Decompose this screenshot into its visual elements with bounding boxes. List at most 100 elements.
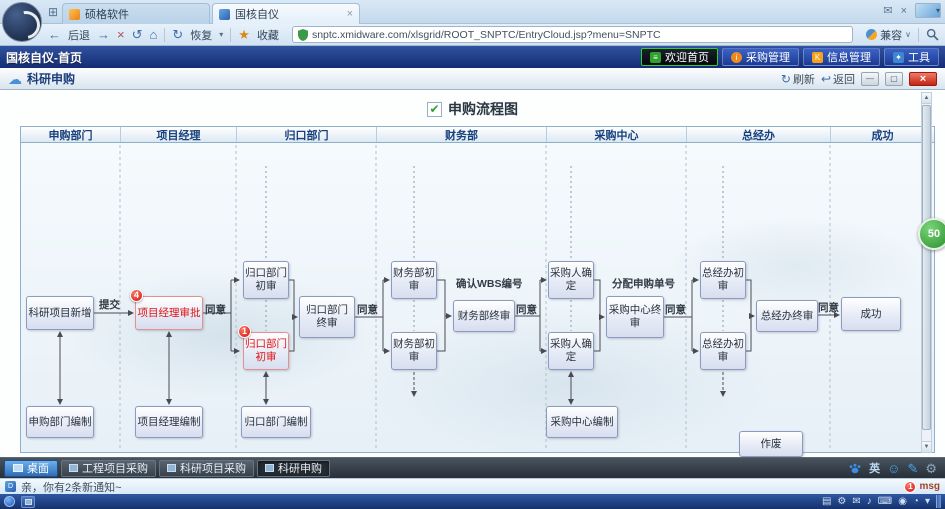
menu-info-management[interactable]: K 信息管理 (803, 48, 880, 66)
node-gk-first-review-top[interactable]: 归口部门初审 (243, 261, 289, 299)
restore-caret-icon[interactable]: ▾ (219, 30, 224, 39)
node-purchase-center-draft[interactable]: 采购中心编制 (546, 406, 618, 438)
node-discard[interactable]: 作废 (739, 431, 803, 457)
address-bar[interactable] (291, 26, 854, 43)
node-label: 财务部终审 (457, 309, 511, 322)
node-label: 归口部门初审 (245, 338, 287, 363)
node-finance-final-review[interactable]: 财务部终审 (453, 300, 515, 332)
back-icon[interactable]: ← (48, 27, 61, 42)
cloud-icon: ☁ (8, 70, 22, 87)
return-icon: ↩ (820, 71, 831, 86)
task-tab-research-shengou[interactable]: 科研申购 (257, 459, 330, 477)
node-finance-first-review-top[interactable]: 财务部初审 (391, 261, 437, 299)
node-success[interactable]: 成功 (841, 297, 901, 331)
node-buyer-confirm-top[interactable]: 采购人确定 (548, 261, 594, 299)
tray-mail-icon[interactable]: ✉ (852, 495, 861, 507)
task-tab-research-purchase[interactable]: 科研项目采购 (159, 459, 254, 477)
browser-tab-shuoge[interactable]: 硕格软件 (62, 3, 210, 24)
app-taskbar: 桌面 工程项目采购 科研项目采购 科研申购 英 ☺ ✎ ⚙ (0, 457, 945, 478)
node-gm-first-review-bottom[interactable]: 总经办初审 (700, 332, 746, 370)
restore-session-icon[interactable]: ↻ (172, 27, 184, 42)
back-label[interactable]: 后退 (68, 29, 90, 42)
task-tab-engineering-purchase[interactable]: 工程项目采购 (61, 459, 156, 477)
language-indicator[interactable]: 英 (869, 463, 881, 475)
refresh-icon: ↻ (780, 71, 791, 86)
task-tab-label: 工程项目采购 (82, 463, 148, 475)
gear-icon[interactable]: ⚙ (925, 460, 937, 476)
refresh-button[interactable]: ↻ 刷新 (781, 71, 815, 87)
browser-logo[interactable] (2, 2, 42, 42)
node-research-project-new[interactable]: 科研项目新增 (26, 296, 94, 330)
smiley-icon[interactable]: ☺ (887, 460, 901, 476)
edge-label-confirm-wbs: 确认WBS编号 (456, 278, 523, 290)
tab-close-icon[interactable]: × (346, 8, 353, 20)
forward-icon[interactable]: → (97, 27, 110, 42)
scroll-up-icon[interactable]: ▲ (922, 93, 931, 104)
chevron-down-icon: ▾ (935, 6, 940, 15)
taskbar-window-button[interactable] (21, 495, 35, 508)
close-icon[interactable]: × (900, 4, 907, 17)
menu-tools[interactable]: ✦ 工具 (884, 48, 939, 66)
message-indicator[interactable]: 1 msg (904, 480, 940, 493)
pencil-icon[interactable]: ✎ (907, 460, 919, 476)
layers-icon: ≡ (650, 51, 661, 63)
tray-gear-icon[interactable]: ⚙ (837, 495, 847, 507)
site-shield-icon (297, 28, 308, 41)
compat-button[interactable]: 兼容 ∨ (866, 27, 911, 43)
node-label: 财务部初审 (393, 338, 435, 363)
node-purchase-center-final[interactable]: 采购中心终审 (606, 296, 664, 338)
show-desktop-strip[interactable] (936, 495, 941, 508)
restore-session-label[interactable]: 恢复 (190, 29, 213, 42)
return-button[interactable]: ↩ 返回 (821, 71, 855, 87)
reload-icon[interactable]: ↺ (131, 27, 143, 42)
vertical-scrollbar[interactable]: ▲ ▼ (921, 92, 932, 453)
tray-network-icon[interactable]: ◉ (898, 495, 907, 507)
favorites-star-icon[interactable]: ★ (238, 27, 250, 42)
menu-label: 欢迎首页 (665, 52, 709, 64)
compat-mode-icon (866, 29, 878, 40)
edge-label-submit: 提交 (99, 299, 120, 311)
tray-caret-icon[interactable]: ▾ (924, 495, 930, 507)
tray-clock-icon[interactable]: ◔ (912, 495, 919, 507)
menu-purchase-management[interactable]: i 采购管理 (722, 48, 799, 66)
node-label: 申购部门编制 (28, 415, 92, 428)
minimize-button[interactable]: — (861, 71, 879, 86)
desktop-button[interactable]: 桌面 (4, 459, 58, 477)
node-sg-dept-draft[interactable]: 申购部门编制 (26, 406, 94, 438)
node-gk-final-review[interactable]: 归口部门终审 (299, 296, 355, 338)
maximize-button[interactable]: ▢ (885, 71, 903, 86)
scroll-thumb[interactable] (922, 105, 931, 430)
node-finance-first-review-bottom[interactable]: 财务部初审 (391, 332, 437, 370)
favorites-label[interactable]: 收藏 (256, 29, 279, 42)
scroll-down-icon[interactable]: ▼ (922, 441, 931, 452)
module-title: 科研申购 (27, 72, 76, 86)
node-pm-draft[interactable]: 项目经理编制 (135, 406, 203, 438)
browser-tab-guohe[interactable]: 国核自仪 × (212, 3, 360, 24)
home-icon[interactable]: ⌂ (149, 27, 158, 42)
column-header: 项目经理 (121, 127, 237, 142)
paw-icon[interactable] (848, 461, 862, 475)
node-label: 归口部门初审 (245, 267, 287, 292)
node-gm-first-review-top[interactable]: 总经办初审 (700, 261, 746, 299)
address-input[interactable] (311, 28, 848, 41)
mail-icon[interactable]: ✉ (883, 5, 893, 17)
node-label: 总经办初审 (702, 267, 744, 292)
tab-grid-icon[interactable]: ⊞ (48, 5, 59, 19)
stop-icon[interactable]: × (117, 27, 125, 42)
node-buyer-confirm-bottom[interactable]: 采购人确定 (548, 332, 594, 370)
search-icon[interactable] (926, 28, 939, 41)
menu-welcome-home[interactable]: ≡ 欢迎首页 (641, 48, 718, 66)
close-button[interactable]: × (909, 71, 937, 86)
start-button[interactable] (4, 496, 15, 507)
tray-keyboard-icon[interactable]: ⌨ (877, 495, 893, 507)
side-float-badge[interactable]: 50 (918, 218, 945, 250)
node-gk-draft[interactable]: 归口部门编制 (241, 406, 311, 438)
tab-favicon (219, 8, 230, 20)
tray-volume-icon[interactable]: ♪ (866, 495, 872, 507)
node-label: 采购中心编制 (550, 415, 614, 428)
tray-list-icon[interactable]: ▤ (821, 495, 832, 507)
node-gm-final-review[interactable]: 总经办终审 (756, 300, 818, 332)
avatar-skin-button[interactable]: ▾ (915, 3, 941, 18)
